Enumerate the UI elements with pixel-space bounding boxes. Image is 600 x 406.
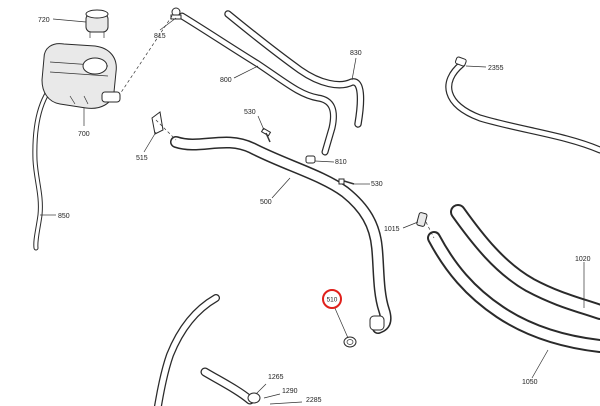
callout-510-highlight: 510 bbox=[322, 289, 342, 309]
bracket-515 bbox=[151, 111, 164, 135]
hose-500 bbox=[170, 136, 392, 334]
highlight-ring bbox=[322, 289, 342, 309]
coolant-reservoir-700 bbox=[41, 43, 121, 109]
bolt-530-right bbox=[338, 178, 355, 185]
callout-1020: 1020 bbox=[575, 256, 591, 263]
callout-700: 700 bbox=[78, 131, 90, 138]
hose-850 bbox=[32, 89, 51, 251]
hose-830 bbox=[224, 10, 365, 128]
callout-720: 720 bbox=[38, 17, 50, 24]
callout-850: 850 bbox=[58, 213, 70, 220]
fitting-1015 bbox=[416, 212, 428, 227]
callout-530-top: 530 bbox=[244, 109, 256, 116]
callout-1015: 1015 bbox=[384, 226, 400, 233]
callout-515: 515 bbox=[136, 155, 148, 162]
callout-1050: 1050 bbox=[522, 379, 538, 386]
hose-1020 bbox=[450, 204, 600, 320]
callout-800: 800 bbox=[220, 77, 232, 84]
bolt-530-top bbox=[260, 127, 272, 143]
clamp-810 bbox=[305, 155, 316, 164]
reservoir-cap-720 bbox=[85, 9, 109, 38]
clamp-510 bbox=[343, 336, 357, 348]
hose-2355 bbox=[445, 60, 600, 154]
clamp-815 bbox=[170, 7, 182, 20]
callout-815: 815 bbox=[154, 33, 166, 40]
hose-1050 bbox=[427, 231, 600, 353]
hose-800 bbox=[178, 12, 337, 156]
hose-bottom-left bbox=[154, 294, 255, 406]
callout-2355: 2355 bbox=[488, 65, 504, 72]
clamp-1265 bbox=[247, 392, 261, 404]
callout-830: 830 bbox=[350, 50, 362, 57]
callout-1290: 1290 bbox=[282, 388, 298, 395]
callout-810: 810 bbox=[335, 159, 347, 166]
callout-500: 500 bbox=[260, 199, 272, 206]
leader-lines bbox=[40, 15, 585, 405]
callout-2285: 2285 bbox=[306, 397, 322, 404]
callout-510: 510 bbox=[327, 297, 338, 304]
clamp-2355-fitting bbox=[454, 56, 467, 67]
callout-530-right: 530 bbox=[371, 181, 383, 188]
callout-1265: 1265 bbox=[268, 374, 284, 381]
hose-500-end-fitting bbox=[369, 315, 385, 331]
